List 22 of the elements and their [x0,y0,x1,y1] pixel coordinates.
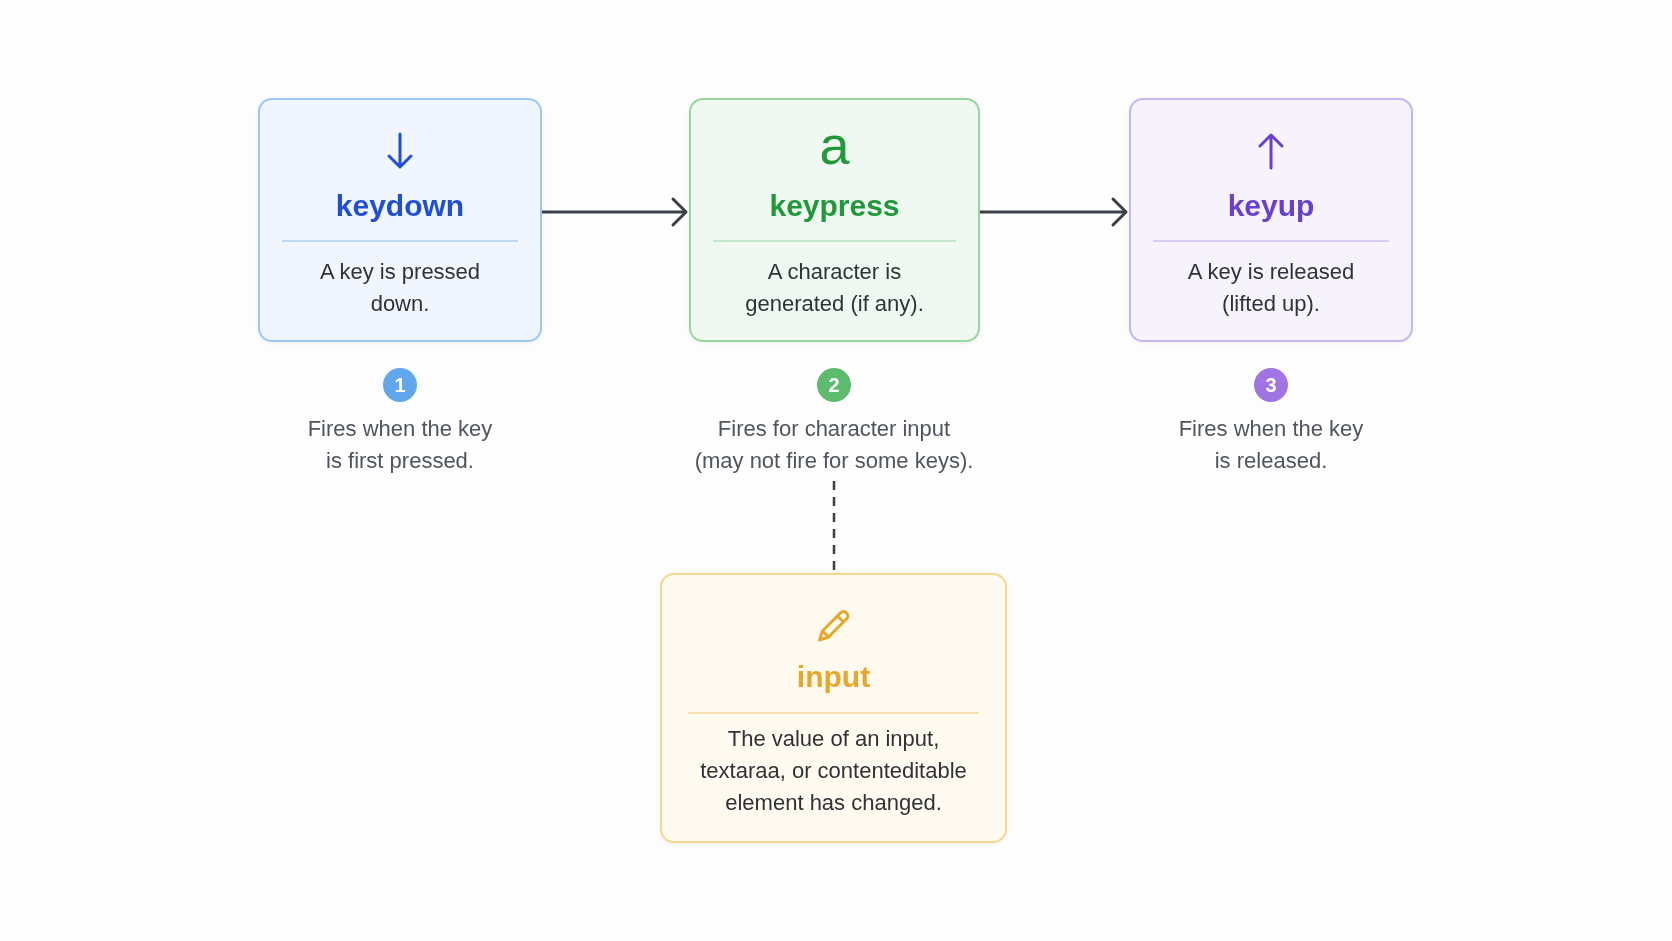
event-description: A key is released (lifted up). [1186,258,1356,318]
event-name: input [796,659,871,695]
event-card [1129,98,1413,342]
step-caption: Fires for character input (may not fire for some keys). [693,415,975,475]
step-number: 1 [383,368,417,402]
dashed-connector [832,481,836,572]
event-name: keydown [335,188,465,224]
event-card [660,573,1007,843]
event-description: A character is generated (if any). [744,258,925,318]
step-number: 3 [1254,368,1288,402]
event-card [689,98,980,342]
event-card [258,98,542,342]
step-number: 2 [817,368,851,402]
step-caption: Fires when the key is first pressed. [306,415,494,475]
event-name: keyup [1227,188,1315,224]
step-caption: Fires when the key is released. [1177,415,1365,475]
arrow [980,197,1128,227]
event-description: The value of an input, textaraa, or contenteditable element has changed. [699,725,968,817]
typed-character: a [819,115,850,175]
event-name: keypress [769,188,900,224]
event-description: A key is pressed down. [318,258,482,318]
arrow [542,197,688,227]
